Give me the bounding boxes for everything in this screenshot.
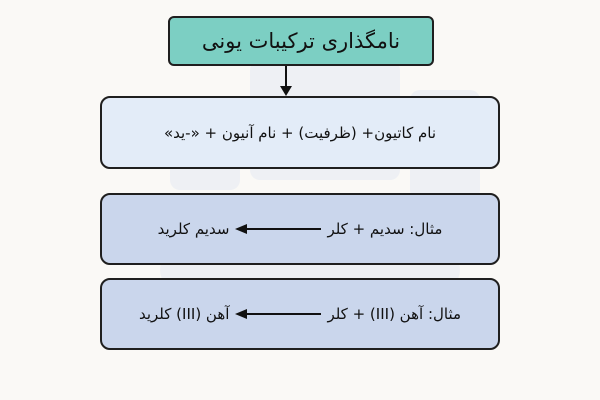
example-1-left: مثال: سدیم + کلر — [327, 220, 443, 238]
arrow-left-icon — [235, 309, 322, 319]
example-line-1: مثال: سدیم + کلر سدیم کلرید — [158, 220, 443, 238]
example-box-2: مثال: آهن (III) + کلر آهن (III) کلرید — [100, 278, 500, 350]
arrow-left-icon — [235, 224, 322, 234]
example-2-right: آهن (III) کلرید — [138, 305, 230, 323]
rule-text: نام کاتیون+ (ظرفیت) + نام آنیون + «-ید» — [163, 123, 437, 142]
title-box: نامگذاری ترکیبات یونی — [168, 16, 434, 66]
title-text: نامگذاری ترکیبات یونی — [201, 29, 401, 53]
example-2-left: مثال: آهن (III) + کلر — [327, 305, 462, 323]
example-box-1: مثال: سدیم + کلر سدیم کلرید — [100, 193, 500, 265]
rule-box: نام کاتیون+ (ظرفیت) + نام آنیون + «-ید» — [100, 96, 500, 169]
example-line-2: مثال: آهن (III) + کلر آهن (III) کلرید — [139, 305, 461, 323]
example-1-right: سدیم کلرید — [157, 220, 230, 238]
